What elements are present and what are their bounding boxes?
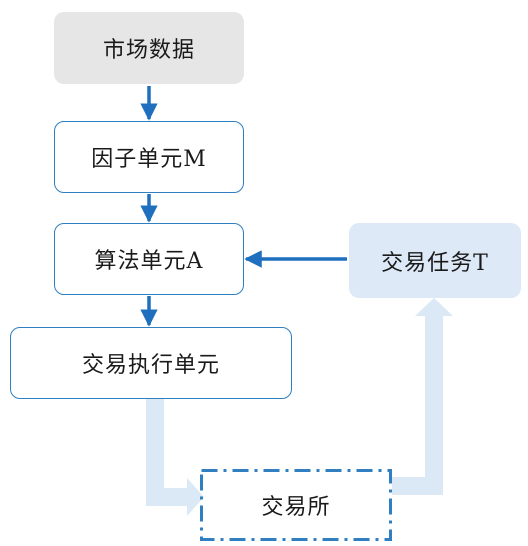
node-algorithm-unit: 算法单元A	[54, 223, 244, 295]
node-execution-unit-label: 交易执行单元	[81, 353, 220, 378]
edge-execution-to-exchange	[146, 399, 204, 516]
node-algorithm-unit-label: 算法单元A	[94, 249, 204, 274]
node-trade-task-label: 交易任务T	[381, 250, 489, 276]
node-market-data-label: 市场数据	[102, 38, 195, 63]
edge-exchange-to-task	[392, 298, 453, 495]
exchange-border	[200, 469, 392, 541]
node-exchange-label: 交易所	[261, 495, 331, 520]
node-factor-unit-label: 因子单元M	[91, 147, 207, 172]
node-market-data: 市场数据	[54, 12, 244, 84]
node-execution-unit: 交易执行单元	[10, 327, 292, 399]
node-trade-task: 交易任务T	[349, 223, 521, 298]
node-exchange: 交易所	[200, 469, 392, 541]
node-factor-unit: 因子单元M	[54, 121, 244, 193]
